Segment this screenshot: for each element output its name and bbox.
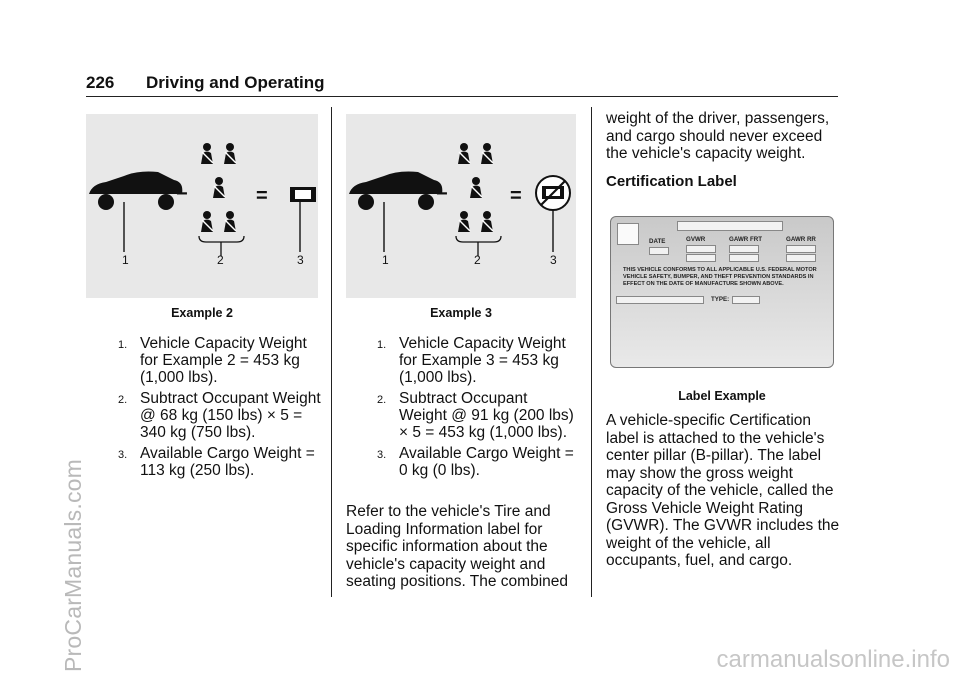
label-gawr-frt: GAWR FRT [729, 236, 762, 243]
continuation-paragraph: weight of the driver, passengers, and ca… [606, 110, 830, 162]
list-number: 3. [377, 449, 387, 461]
page-header: 226 Driving and Operating [86, 70, 838, 97]
list-number: 2. [118, 394, 128, 406]
callout-3: 3 [550, 253, 557, 267]
certification-paragraph: A vehicle-specific Certification label i… [606, 412, 840, 569]
occupant-bracket [198, 235, 245, 256]
capacity-paragraph: Refer to the vehicle's Tire and Loading … [346, 503, 569, 590]
callout-3: 3 [297, 253, 304, 267]
label-gvwr-field-2 [686, 254, 716, 262]
seatbelt-icon-group-top [458, 143, 494, 164]
minus-sign: − [436, 183, 448, 205]
list-text: Vehicle Capacity Weight for Example 2 = … [140, 335, 307, 386]
figure-caption: Example 2 [171, 306, 233, 320]
list-item: 2. Subtract Occupant Weight @ 68 kg (150 … [118, 390, 323, 441]
no-cargo-icon [535, 175, 571, 252]
label-gawr-rr-field [786, 245, 816, 253]
list-text: Vehicle Capacity Weight for Example 3 = … [399, 335, 566, 386]
label-gawr-frt-field-2 [729, 254, 759, 262]
column-divider-1 [331, 107, 332, 597]
minus-sign: − [176, 183, 188, 205]
seatbelt-icon-middle [213, 177, 226, 198]
label-date-field [649, 247, 669, 255]
seatbelt-icon-group-bottom [458, 211, 494, 232]
equals-sign: = [256, 185, 268, 207]
car-icon [89, 171, 183, 252]
occupant-bracket [455, 235, 502, 256]
list-text: Subtract Occupant Weight @ 91 kg (200 lb… [399, 390, 574, 441]
label-type-field [732, 296, 760, 304]
example-3-steps: 1. Vehicle Capacity Weight for Example 3 … [377, 335, 577, 483]
label-top-field [677, 221, 783, 231]
section-subheading: Certification Label [606, 173, 737, 190]
label-type: TYPE: [711, 296, 730, 303]
list-number: 1. [377, 339, 387, 351]
watermark-procarmanuals: ProCarManuals.com [60, 458, 86, 672]
label-gawr-rr-field-2 [786, 254, 816, 262]
list-text: Available Cargo Weight = 0 kg (0 lbs). [399, 445, 574, 479]
label-date: DATE [649, 238, 666, 245]
callout-2: 2 [217, 253, 224, 267]
figure-example-2: − = 1 2 3 [86, 114, 318, 298]
label-gawr-frt-field [729, 245, 759, 253]
seatbelt-icon-middle [470, 177, 483, 198]
label-corner-box [617, 223, 639, 245]
list-item: 3. Available Cargo Weight = 113 kg (250 l… [118, 445, 323, 479]
list-number: 3. [118, 449, 128, 461]
figure-caption: Example 3 [430, 306, 492, 320]
list-item: 2. Subtract Occupant Weight @ 91 kg (200 … [377, 390, 577, 441]
callout-2: 2 [474, 253, 481, 267]
label-gawr-rr: GAWR RR [786, 236, 816, 243]
label-statement-line-1: THIS VEHICLE CONFORMS TO ALL APPLICABLE … [623, 267, 817, 273]
equals-sign: = [510, 185, 522, 207]
car-icon [349, 171, 443, 252]
example-2-steps: 1. Vehicle Capacity Weight for Example 2 … [118, 335, 323, 483]
figure-example-3: − = 1 2 3 [346, 114, 576, 298]
label-gvwr-field [686, 245, 716, 253]
list-text: Available Cargo Weight = 113 kg (250 lbs… [140, 445, 315, 479]
column-divider-2 [591, 107, 592, 597]
callout-1: 1 [382, 253, 389, 267]
figure-caption: Label Example [678, 389, 766, 403]
list-item: 1. Vehicle Capacity Weight for Example 3 … [377, 335, 577, 386]
seatbelt-icon-group-top [201, 143, 237, 164]
cargo-icon [290, 187, 316, 252]
certification-label-image: DATE GVWR GAWR FRT GAWR RR THIS VEHICLE … [610, 216, 834, 368]
watermark-carmanualsonline: carmanualsonline.info [716, 646, 950, 673]
list-number: 2. [377, 394, 387, 406]
callout-1: 1 [122, 253, 129, 267]
list-text: Subtract Occupant Weight @ 68 kg (150 lb… [140, 390, 321, 441]
section-title: Driving and Operating [146, 73, 325, 92]
list-item: 1. Vehicle Capacity Weight for Example 2 … [118, 335, 323, 386]
label-statement-line-3: EFFECT ON THE DATE OF MANUFACTURE SHOWN … [623, 281, 784, 287]
list-number: 1. [118, 339, 128, 351]
label-gvwr: GVWR [686, 236, 706, 243]
list-item: 3. Available Cargo Weight = 0 kg (0 lbs). [377, 445, 577, 479]
label-statement-line-2: VEHICLE SAFETY, BUMPER, AND THEFT PREVEN… [623, 274, 814, 280]
label-vin-field [616, 296, 704, 304]
seatbelt-icon-group-bottom [201, 211, 237, 232]
page-number: 226 [86, 73, 115, 92]
